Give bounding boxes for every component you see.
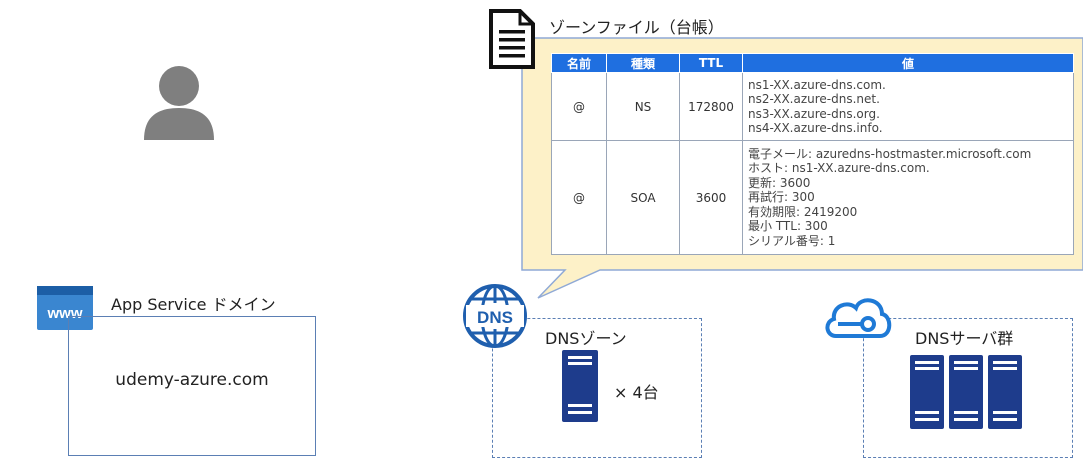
- value-line: 電子メール: azuredns-hostmaster.microsoft.com: [748, 146, 1032, 161]
- server-count: × 4台: [614, 383, 659, 402]
- value-line: 更新: 3600: [748, 175, 811, 190]
- table-header-row: 名前 種類 TTL 値: [551, 53, 1074, 73]
- cell-value: ns1-XX.azure-dns.com. ns2-XX.azure-dns.n…: [742, 72, 1074, 141]
- value-line: 最小 TTL: 300: [748, 219, 828, 234]
- cell-name: @: [551, 72, 607, 141]
- server-icon: [562, 350, 598, 422]
- column-header-ttl: TTL: [679, 53, 743, 73]
- cell-name: @: [551, 140, 607, 255]
- azure-cloud-icon: [825, 298, 892, 338]
- value-line: ns1-XX.azure-dns.com.: [748, 77, 886, 92]
- dns-zone-label: DNSゾーン: [545, 329, 627, 348]
- www-icon: www: [37, 286, 93, 330]
- dns-globe-icon: DNS: [463, 284, 527, 348]
- dns-servers-box: [863, 318, 1073, 458]
- app-service-label: App Service ドメイン: [111, 295, 276, 314]
- table-row-ns: @ NS 172800 ns1-XX.azure-dns.com. ns2-XX…: [551, 72, 1074, 141]
- document-icon: [489, 9, 535, 69]
- column-header-value: 値: [742, 53, 1074, 73]
- cell-ttl: 3600: [679, 140, 743, 255]
- value-line: ns2-XX.azure-dns.net.: [748, 92, 880, 106]
- www-icon-text: www: [46, 305, 82, 322]
- column-header-type: 種類: [606, 53, 680, 73]
- cell-value: 電子メール: azuredns-hostmaster.microsoft.com…: [742, 140, 1074, 255]
- dns-servers-label: DNSサーバ群: [915, 329, 1014, 348]
- cell-type: NS: [606, 72, 680, 141]
- value-line: ホスト: ns1-XX.azure-dns.com.: [748, 161, 930, 176]
- app-service-box: [68, 316, 316, 456]
- table-row-soa: @ SOA 3600 電子メール: azuredns-hostmaster.mi…: [551, 140, 1074, 255]
- server-group-icon: [910, 355, 1022, 429]
- value-line: ns4-XX.azure-dns.info.: [748, 121, 883, 135]
- dns-zone-box: [492, 318, 702, 458]
- value-line: 有効期限: 2419200: [748, 204, 858, 219]
- user-icon: [144, 66, 214, 140]
- app-service-domain: udemy-azure.com: [115, 370, 269, 390]
- server-icon: [910, 355, 944, 429]
- zone-file-table: 名前 種類 TTL 値 @ NS 172800 ns1-XX.azure-dns…: [551, 53, 1074, 255]
- zone-file-title: ゾーンファイル（台帳）: [549, 18, 724, 37]
- dns-icon-text: DNS: [477, 308, 513, 327]
- value-line: 再試行: 300: [748, 190, 815, 205]
- cell-type: SOA: [606, 140, 680, 255]
- server-icon: [949, 355, 983, 429]
- cell-ttl: 172800: [679, 72, 743, 141]
- value-line: シリアル番号: 1: [748, 233, 836, 248]
- column-header-name: 名前: [551, 53, 607, 73]
- server-icon: [988, 355, 1022, 429]
- value-line: ns3-XX.azure-dns.org.: [748, 106, 880, 121]
